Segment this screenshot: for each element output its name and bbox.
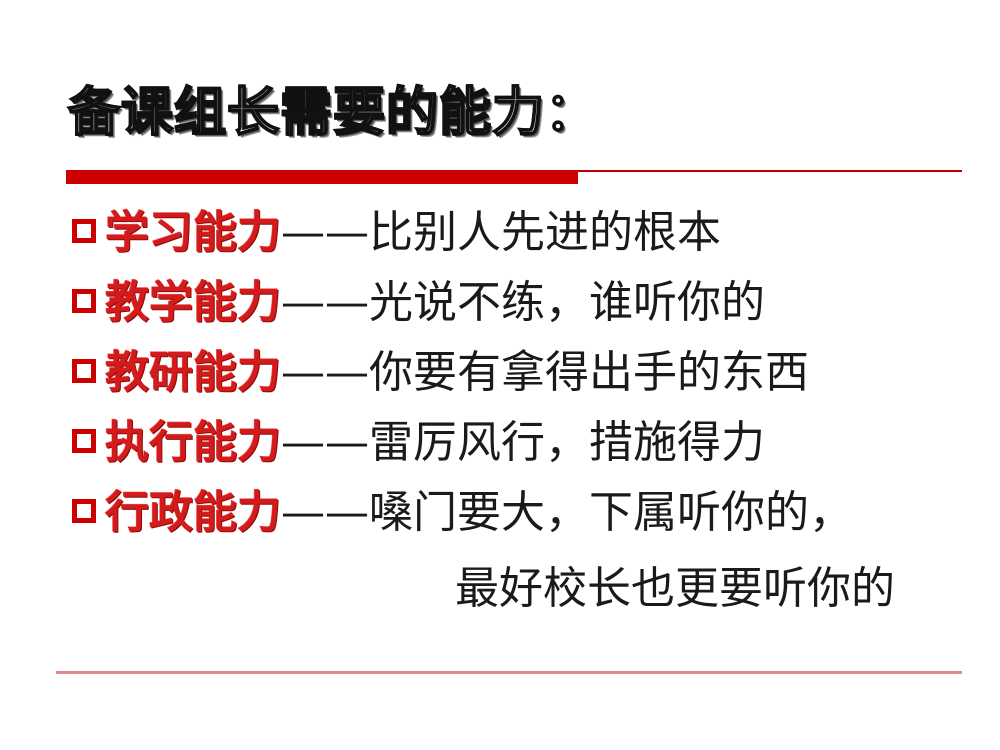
bullet-keyword: 行政能力 (105, 487, 281, 538)
bullet-continuation-line: 最好校长也更要听你的 (455, 563, 895, 614)
bullet-keyword: 教研能力 (105, 347, 281, 398)
bullet-list: 学习能力 ——比别人先进的根本 教学能力 ——光说不练，谁听你的 教研能力 ——… (72, 196, 992, 546)
bullet-keyword: 学习能力 (105, 207, 281, 258)
list-item: 行政能力 ——嗓门要大，下属听你的， (72, 476, 992, 546)
bullet-keyword: 教学能力 (105, 277, 281, 328)
list-item: 教研能力 ——你要有拿得出手的东西 (72, 336, 992, 406)
title-underline-thick (66, 171, 578, 184)
bullet-description: ——嗓门要大，下属听你的， (281, 487, 853, 538)
square-bullet-icon (72, 499, 96, 523)
bullet-description: ——雷厉风行，措施得力 (281, 417, 765, 468)
title-block: 备课组长需要的能力： (67, 82, 968, 166)
page-title: 备课组长需要的能力： (67, 82, 599, 143)
list-item: 执行能力 ——雷厉风行，措施得力 (72, 406, 992, 476)
square-bullet-icon (72, 429, 96, 453)
list-item: 学习能力 ——比别人先进的根本 (72, 196, 992, 266)
bullet-description: ——你要有拿得出手的东西 (281, 347, 809, 398)
bullet-keyword: 执行能力 (105, 417, 281, 468)
square-bullet-icon (72, 289, 96, 313)
list-item: 教学能力 ——光说不练，谁听你的 (72, 266, 992, 336)
footer-divider (56, 671, 962, 674)
bullet-description: ——光说不练，谁听你的 (281, 277, 765, 328)
square-bullet-icon (72, 219, 96, 243)
square-bullet-icon (72, 359, 96, 383)
bullet-description: ——比别人先进的根本 (281, 207, 721, 258)
